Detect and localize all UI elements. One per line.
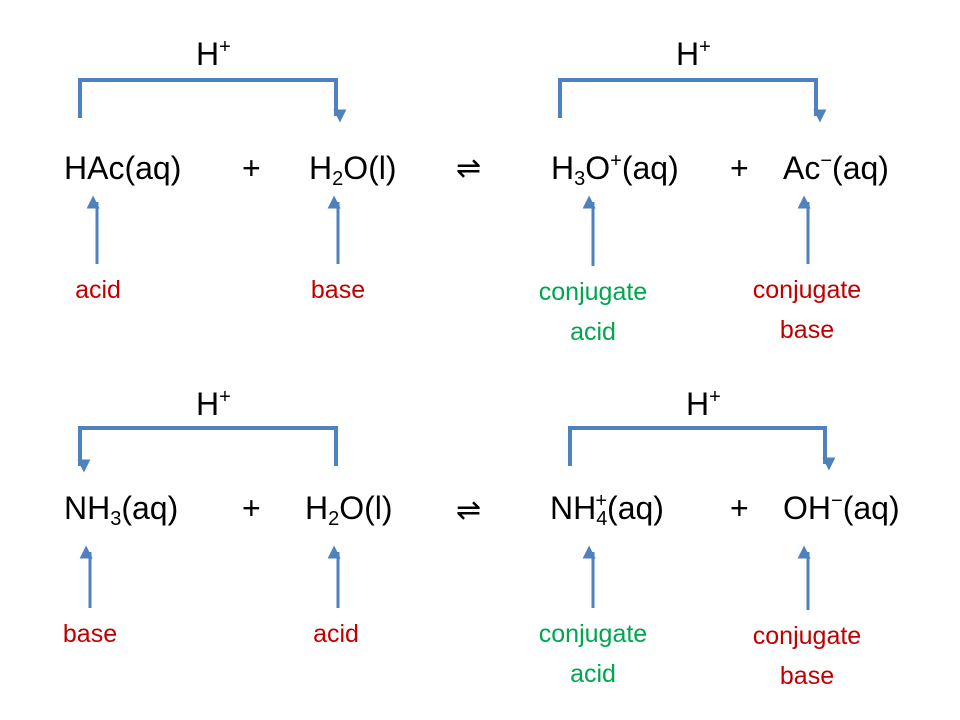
eq1-label-acid: acid (75, 276, 121, 304)
eq1-label-conjugate-base: conjugate base (752, 276, 862, 344)
eq2-plus-1: + (242, 490, 261, 526)
proton-label-2-right: H+ (686, 386, 721, 422)
eq1-reactant-water: H2O(l) (309, 150, 397, 190)
eq1-label-base: base (310, 276, 366, 304)
eq1-reactant-hac: HAc(aq) (64, 150, 182, 186)
proton-label-1-left: H+ (196, 36, 231, 72)
eq2-product-hydroxide: OH−(aq) (783, 490, 900, 526)
eq2-reactant-water: H2O(l) (305, 490, 393, 530)
eq1-product-hydronium: H3O+(aq) (551, 150, 679, 190)
eq2-equilibrium-arrow: ⇌ (456, 494, 482, 527)
proton-label-2-left: H+ (196, 386, 231, 422)
eq2-label-base: base (62, 620, 118, 648)
eq1-product-acetate: Ac−(aq) (783, 150, 889, 186)
proton-label-1-right: H+ (676, 36, 711, 72)
proton-transfer-bracket-1-right (558, 78, 827, 123)
eq1-label-conjugate-acid: conjugate acid (538, 278, 648, 346)
eq1-equilibrium-arrow: ⇌ (456, 152, 482, 185)
proton-transfer-bracket-2-right (568, 426, 836, 471)
proton-transfer-bracket-2-left (77, 426, 338, 473)
proton-transfer-bracket-1-left (78, 78, 347, 123)
eq2-plus-2: + (730, 490, 749, 526)
eq1-plus-1: + (242, 150, 261, 186)
eq2-label-acid: acid (313, 620, 359, 648)
eq1-plus-2: + (730, 150, 749, 186)
eq2-reactant-ammonia: NH3(aq) (64, 490, 179, 530)
eq2-product-ammonium: NH4+(aq) (550, 490, 664, 530)
eq2-label-conjugate-acid: conjugate acid (538, 620, 648, 688)
eq2-label-conjugate-base: conjugate base (752, 622, 862, 690)
